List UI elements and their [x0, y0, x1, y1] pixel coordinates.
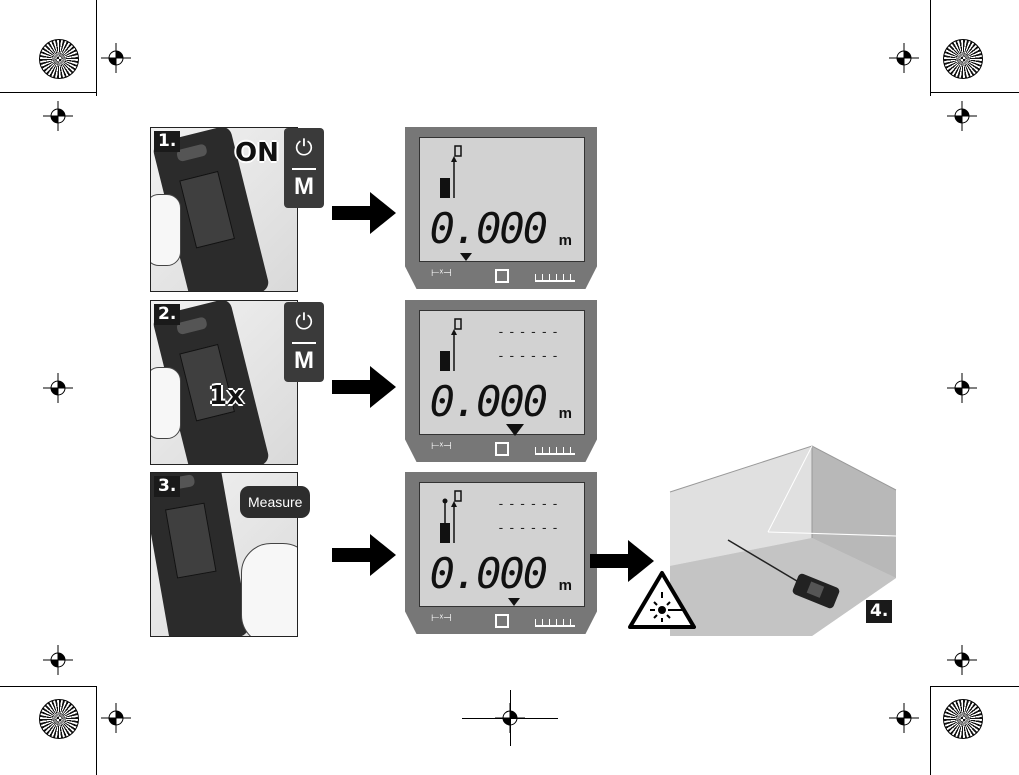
- button-divider: [292, 168, 316, 170]
- measure-button[interactable]: Measure: [240, 486, 310, 518]
- crosshair-registration-mark: [947, 373, 977, 403]
- color-wheel-mark: [943, 39, 983, 79]
- step-2-photo: 2. 1x: [150, 300, 298, 465]
- area-mode-icon: [495, 269, 509, 283]
- crosshair-registration-mark: [43, 101, 73, 131]
- unit-label: m: [559, 577, 572, 594]
- mode-indicator-icon: [460, 253, 472, 261]
- step-number: 3.: [154, 476, 180, 497]
- device-screen: [165, 503, 217, 579]
- mode-indicator-icon: [508, 598, 520, 606]
- reference-point-icon: [438, 144, 462, 206]
- memory-line-2: ------: [497, 521, 562, 536]
- laser-warning-icon: [628, 570, 696, 630]
- memory-line-2: ------: [497, 349, 562, 364]
- distance-readout: 0.000: [430, 380, 546, 424]
- color-wheel-mark: [943, 699, 983, 739]
- device-screen: [179, 171, 235, 249]
- reference-point-icon: [438, 489, 462, 551]
- mode-label: M: [284, 172, 324, 202]
- crosshair-registration-mark: [947, 645, 977, 675]
- length-mode-icon: ⊢ˣ⊣: [431, 613, 452, 624]
- mode-indicator-icon: [506, 424, 524, 436]
- right-arrow-icon: [332, 192, 396, 234]
- color-wheel-mark: [39, 39, 79, 79]
- right-arrow-icon: [332, 534, 396, 576]
- crop-line: [0, 92, 96, 93]
- power-measure-button[interactable]: ⏻ M: [284, 302, 324, 382]
- mode-label: M: [284, 346, 324, 376]
- length-mode-icon: ⊢ˣ⊣: [431, 268, 452, 279]
- color-wheel-mark: [39, 699, 79, 739]
- press-once-label: 1x: [209, 381, 244, 411]
- lcd-screen: 0.000 m: [419, 137, 585, 262]
- step-number: 1.: [154, 131, 180, 152]
- crop-line: [930, 92, 1019, 93]
- mode-bar: ⊢ˣ⊣: [431, 613, 571, 629]
- mode-bar: ⊢ˣ⊣: [431, 268, 571, 284]
- length-mode-icon: ⊢ˣ⊣: [431, 441, 452, 452]
- distance-readout: 0.000: [430, 207, 546, 251]
- step-number: 4.: [866, 600, 892, 623]
- crop-line: [510, 690, 511, 746]
- lcd-display-3: ------ ------ 0.000 m ⊢ˣ⊣: [405, 472, 597, 634]
- crop-line: [96, 686, 97, 775]
- crosshair-registration-mark: [947, 101, 977, 131]
- crop-line: [96, 0, 97, 96]
- area-mode-icon: [495, 614, 509, 628]
- right-arrow-icon: [332, 366, 396, 408]
- lcd-display-2: ------ ------ 0.000 m ⊢ˣ⊣: [405, 300, 597, 462]
- crop-line: [930, 686, 931, 775]
- unit-label: m: [559, 232, 572, 249]
- crop-line: [930, 0, 931, 96]
- distance-readout: 0.000: [430, 552, 546, 596]
- button-divider: [292, 342, 316, 344]
- crosshair-registration-mark: [889, 703, 919, 733]
- crop-line: [0, 686, 96, 687]
- ruler-icon: [535, 619, 575, 627]
- unit-label: m: [559, 405, 572, 422]
- power-icon: ⏻: [284, 134, 324, 162]
- hand: [150, 367, 181, 439]
- hand: [150, 194, 181, 266]
- reference-point-icon: [438, 317, 462, 379]
- crosshair-registration-mark: [43, 645, 73, 675]
- memory-line-1: ------: [497, 497, 562, 512]
- memory-line-1: ------: [497, 325, 562, 340]
- power-icon: ⏻: [284, 308, 324, 336]
- crop-line: [930, 686, 1019, 687]
- laser-lens: [176, 316, 208, 335]
- hand: [241, 543, 298, 637]
- lcd-display-1: 0.000 m ⊢ˣ⊣: [405, 127, 597, 289]
- laser-lens: [176, 143, 208, 162]
- on-label: ON: [235, 138, 279, 168]
- ruler-icon: [535, 274, 575, 282]
- ruler-icon: [535, 447, 575, 455]
- lcd-screen: ------ ------ 0.000 m: [419, 482, 585, 607]
- power-measure-button[interactable]: ⏻ M: [284, 128, 324, 208]
- crosshair-registration-mark: [101, 703, 131, 733]
- step-number: 2.: [154, 304, 180, 325]
- crosshair-registration-mark: [101, 43, 131, 73]
- crosshair-registration-mark: [43, 373, 73, 403]
- area-mode-icon: [495, 442, 509, 456]
- lcd-screen: ------ ------ 0.000 m: [419, 310, 585, 435]
- crosshair-registration-mark: [889, 43, 919, 73]
- step-1-photo: 1. ON: [150, 127, 298, 292]
- mode-bar: ⊢ˣ⊣: [431, 441, 571, 457]
